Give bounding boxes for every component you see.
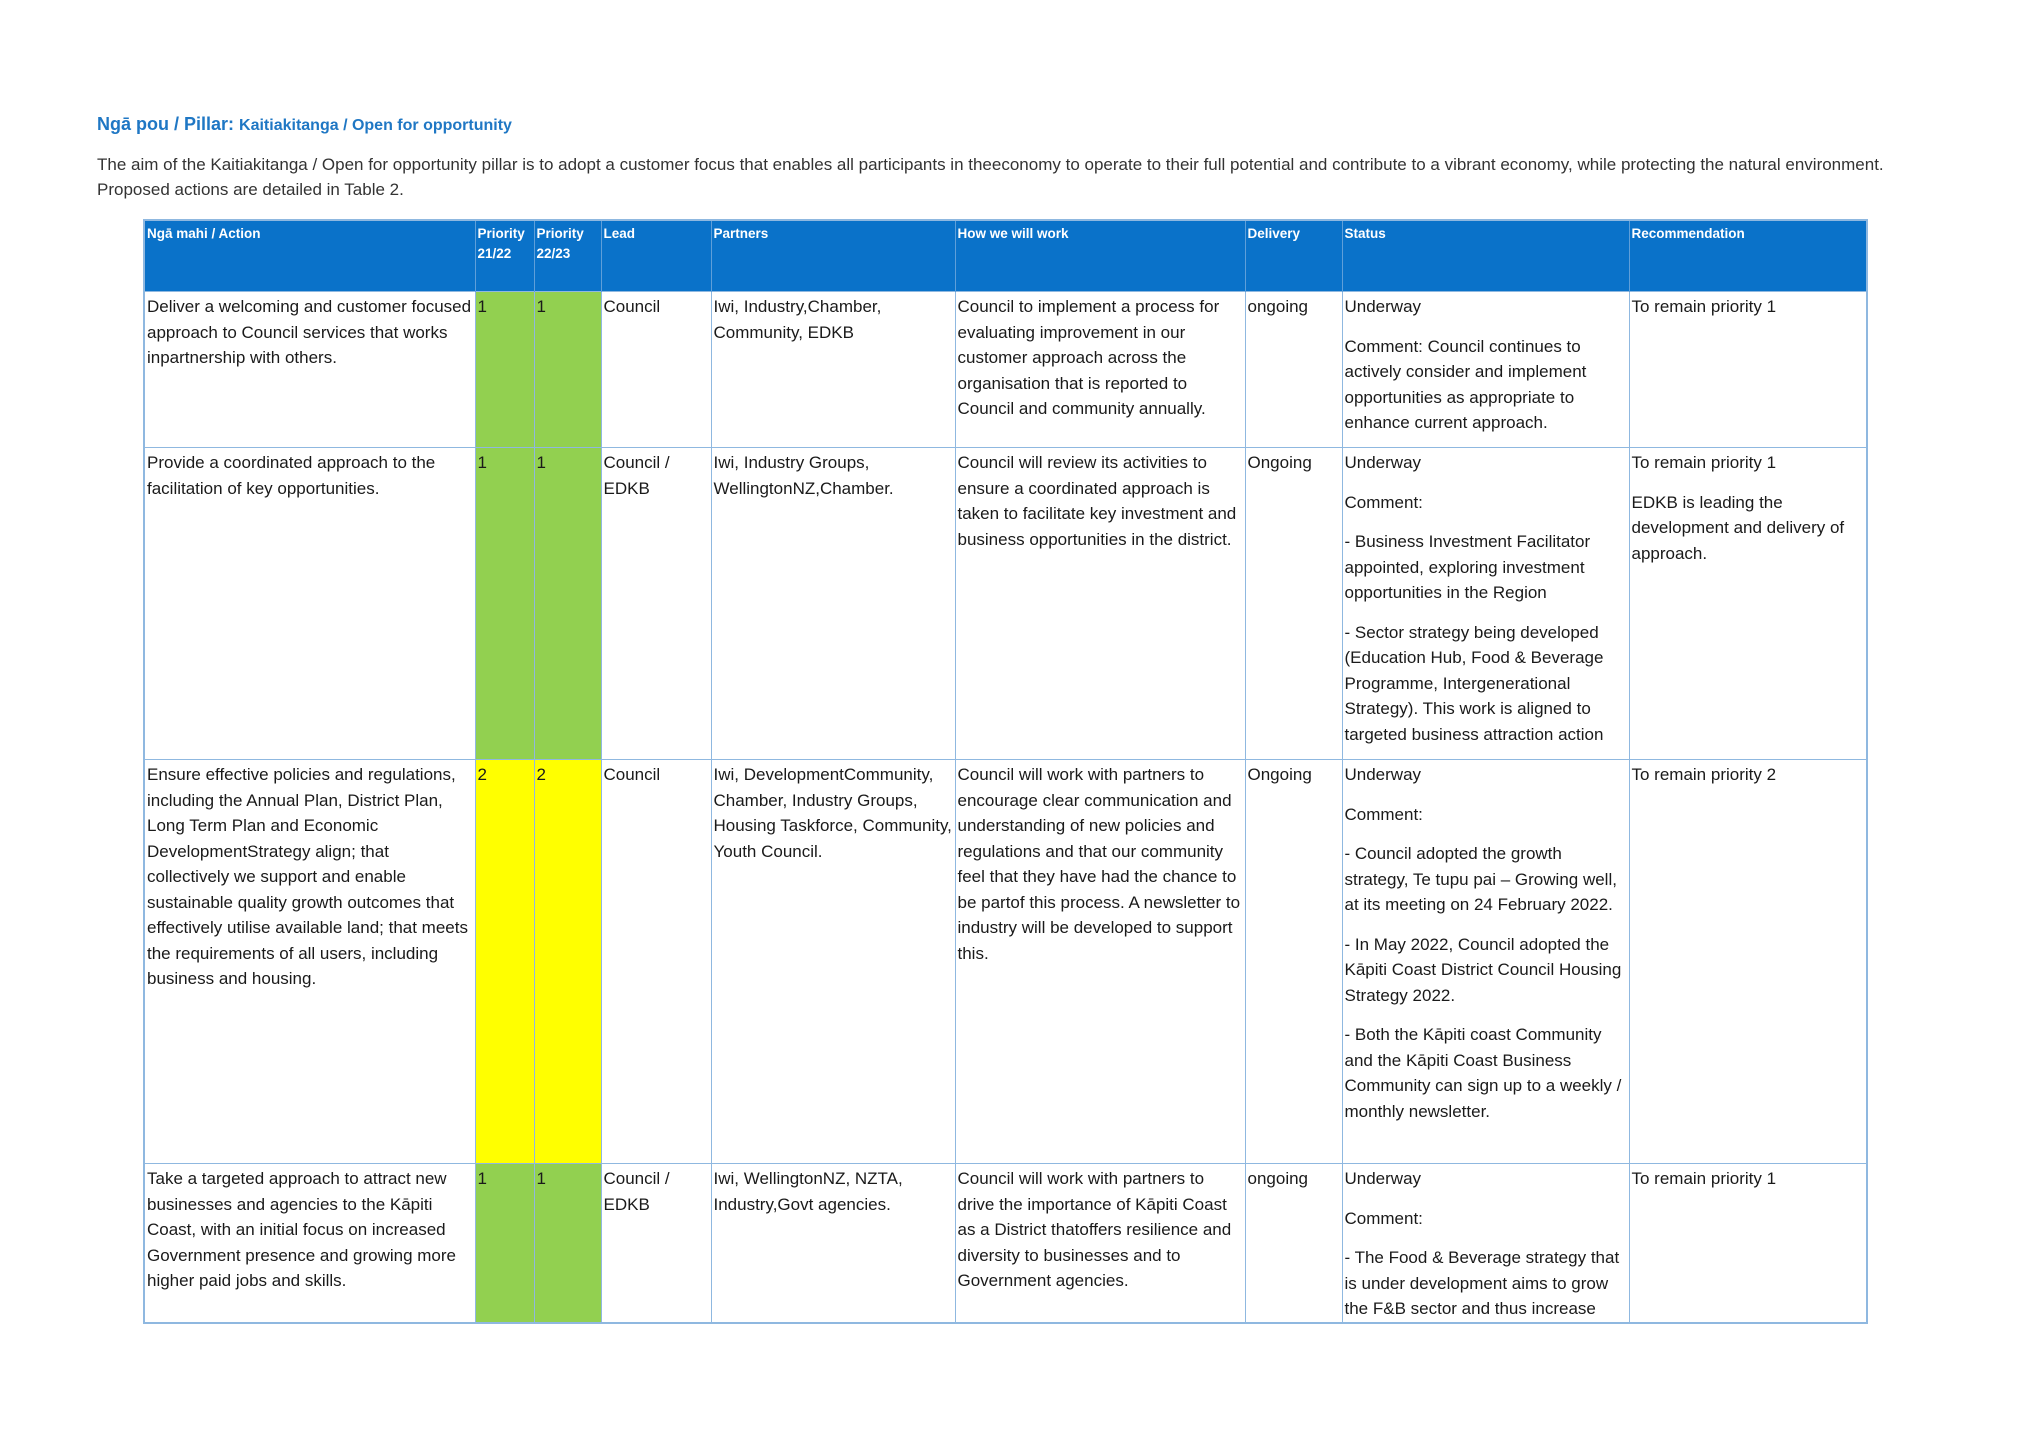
cell-delivery: Ongoing — [1244, 447, 1343, 760]
cell-status: Underway Comment: Council continues to a… — [1341, 291, 1630, 448]
cell-lead: Council / EDKB — [600, 447, 712, 760]
cell-priority-22-23: 2 — [533, 759, 602, 1164]
cell-how-we-will-work: Council to implement a process for evalu… — [954, 291, 1246, 448]
cell-recommendation: To remain priority 1 EDKB is leading the… — [1628, 447, 1868, 760]
cell-how-we-will-work: Council will review its activities to en… — [954, 447, 1246, 760]
header-lead: Lead — [601, 220, 712, 292]
status-line: - Business Investment Facilitator appoin… — [1344, 532, 1591, 602]
table-row: Take a targeted approach to attract new … — [143, 1163, 1868, 1324]
cell-recommendation: To remain priority 2 — [1628, 759, 1868, 1164]
cell-partners: Iwi, DevelopmentCommunity, Chamber, Indu… — [710, 759, 956, 1164]
cell-priority-21-22: 1 — [474, 447, 535, 760]
header-recommendation: Recommendation — [1629, 220, 1868, 292]
cell-partners: Iwi, WellingtonNZ, NZTA, Industry,Govt a… — [710, 1163, 956, 1324]
status-line: Underway — [1344, 765, 1422, 784]
header-priority-22-23: Priority 22/23 — [534, 220, 602, 292]
cell-priority-22-23: 1 — [533, 447, 602, 760]
cell-priority-21-22: 1 — [474, 1163, 535, 1324]
status-line: Underway — [1344, 1169, 1422, 1188]
cell-delivery: Ongoing — [1244, 759, 1343, 1164]
status-line: Comment: — [1344, 1208, 1423, 1228]
cell-lead: Council / EDKB — [600, 1163, 712, 1324]
cell-delivery: ongoing — [1244, 291, 1343, 448]
header-status: Status — [1342, 220, 1630, 292]
cell-status: Underway Comment: - The Food & Beverage … — [1341, 1163, 1630, 1324]
cell-priority-21-22: 1 — [474, 291, 535, 448]
recommendation-line: EDKB is leading the development and deli… — [1631, 492, 1845, 563]
cell-priority-22-23: 1 — [533, 1163, 602, 1324]
cell-action: Deliver a welcoming and customer focused… — [143, 291, 476, 448]
header-partners: Partners — [711, 220, 956, 292]
cell-how-we-will-work: Council will work with partners to encou… — [954, 759, 1246, 1164]
status-line: Comment: — [1344, 492, 1423, 512]
status-line: Underway — [1344, 453, 1422, 472]
header-priority-21-22: Priority 21/22 — [475, 220, 535, 292]
header-action: Ngā mahi / Action — [144, 220, 476, 292]
cell-partners: Iwi, Industry Groups, WellingtonNZ,Chamb… — [710, 447, 956, 760]
cell-action: Take a targeted approach to attract new … — [143, 1163, 476, 1324]
pillar-heading: Ngā pou / Pillar: Kaitiakitanga / Open f… — [97, 114, 512, 135]
recommendation-line: To remain priority 1 — [1631, 453, 1777, 472]
recommendation-line: To remain priority 1 — [1631, 1169, 1777, 1188]
actions-table: Ngā mahi / Action Priority 21/22 Priorit… — [143, 219, 1868, 1324]
status-line: - In May 2022, Council adopted the Kāpit… — [1344, 934, 1622, 1005]
cell-action: Ensure effective policies and regulation… — [143, 759, 476, 1164]
pillar-heading-sub: Kaitiakitanga / Open for opportunity — [239, 117, 512, 134]
table-row: Provide a coordinated approach to the fa… — [143, 447, 1868, 760]
status-line: Comment: — [1344, 804, 1423, 824]
cell-priority-22-23: 1 — [533, 291, 602, 448]
cell-delivery: ongoing — [1244, 1163, 1343, 1324]
recommendation-line: To remain priority 2 — [1631, 765, 1777, 784]
cell-partners: Iwi, Industry,Chamber, Community, EDKB — [710, 291, 956, 448]
cell-lead: Council — [600, 291, 712, 448]
cell-lead: Council — [600, 759, 712, 1164]
status-line: - Council adopted the growth strategy, T… — [1344, 844, 1617, 914]
status-line: - Both the Kāpiti coast Community and th… — [1344, 1025, 1622, 1121]
status-line: - Sector strategy being developed (Educa… — [1344, 622, 1604, 744]
pillar-heading-main: Ngā pou / Pillar: — [97, 114, 235, 134]
table-row: Ensure effective policies and regulation… — [143, 759, 1868, 1164]
header-delivery: Delivery — [1245, 220, 1343, 292]
cell-priority-21-22: 2 — [474, 759, 535, 1164]
header-how-we-will-work: How we will work — [955, 220, 1246, 292]
cell-how-we-will-work: Council will work with partners to drive… — [954, 1163, 1246, 1324]
table-row: Deliver a welcoming and customer focused… — [143, 291, 1868, 448]
table-header-row: Ngā mahi / Action Priority 21/22 Priorit… — [144, 220, 1868, 292]
recommendation-line: To remain priority 1 — [1631, 297, 1777, 316]
cell-status: Underway Comment: - Business Investment … — [1341, 447, 1630, 760]
status-line: Underway — [1344, 297, 1422, 316]
intro-paragraph: The aim of the Kaitiakitanga / Open for … — [97, 155, 1884, 199]
cell-status: Underway Comment: - Council adopted the … — [1341, 759, 1630, 1164]
cell-action: Provide a coordinated approach to the fa… — [143, 447, 476, 760]
status-line: Comment: Council continues to actively c… — [1344, 336, 1587, 433]
cell-recommendation: To remain priority 1 — [1628, 291, 1868, 448]
status-line: - The Food & Beverage strategy that is u… — [1344, 1248, 1620, 1318]
cell-recommendation: To remain priority 1 — [1628, 1163, 1868, 1324]
